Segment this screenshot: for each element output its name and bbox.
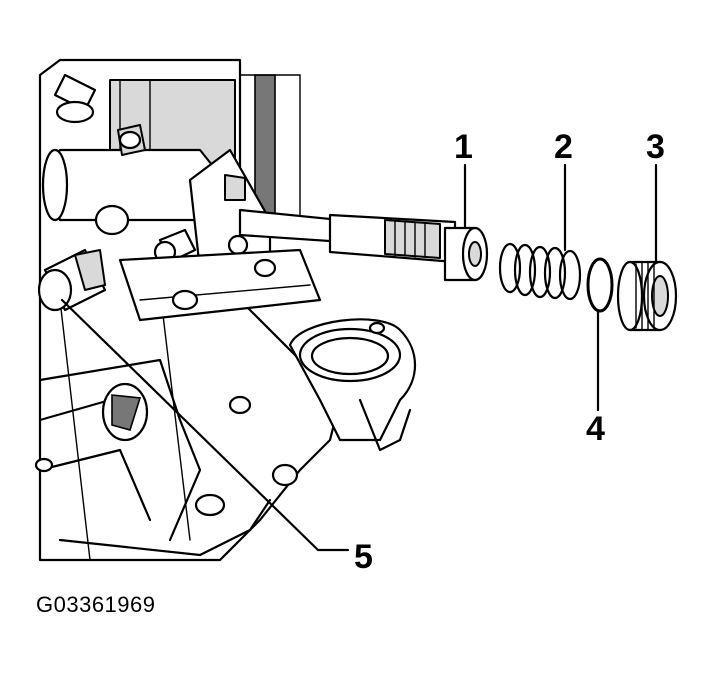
callout-4: 4 [586, 410, 605, 448]
part-3-cap-nut [616, 260, 678, 332]
part-4-o-ring [586, 257, 614, 313]
figure-id: G03361969 [36, 592, 156, 617]
callout-1: 1 [454, 128, 473, 166]
selector-bracket [118, 148, 322, 322]
hose-fitting [41, 73, 222, 264]
leader-line-5 [60, 298, 350, 552]
part-2-spring [498, 242, 582, 301]
leader-lines [60, 163, 658, 552]
callout-2: 2 [554, 128, 573, 166]
callout-3: 3 [646, 128, 665, 166]
housing-neck [288, 318, 417, 452]
shift-shaft [238, 208, 457, 264]
callout-5: 5 [354, 538, 373, 576]
part-1-plug [443, 226, 489, 282]
